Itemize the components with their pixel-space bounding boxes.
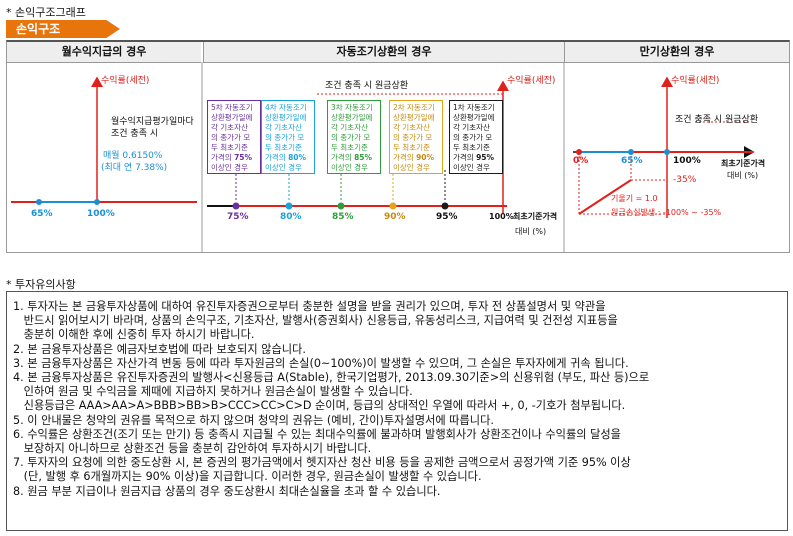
note-7: 7. 투자자의 요청에 의한 중도상환 시, 본 증권의 평가금액에서 헷지자산… [13,456,631,484]
section-title-notes: * 투자유의사항 [6,278,76,291]
left-condition-2: 조건 충족 시 [111,129,159,139]
right-x-axis-label: 최초기준가격 [721,159,766,168]
right-y-axis-label: 수익률(세전) [671,76,720,86]
payoff-graphics [11,62,755,252]
note-1: 1. 투자자는 본 금융투자상품에 대하여 유진투자증권으로부터 충분한 설명을… [13,300,618,342]
section-title-chart: * 손익구조그래프 [6,6,86,19]
left-tick-65: 65% [31,209,53,219]
tick-75: 75% [227,212,249,222]
left-rate-1: 매월 0.6150% [103,151,163,161]
right-tick-65: 65% [621,156,643,166]
loss-label: 원금손실발생 : -100% ~ -35% [611,208,722,217]
panel-header-maturity: 만기상환의 경우 [565,42,789,63]
payoff-diagram: 월수익지급의 경우 자동조기상환의 경우 만기상환의 경우 [6,40,790,253]
panel-header-monthly: 월수익지급의 경우 [7,42,201,63]
left-rate-2: (최대 연 7.38%) [101,163,168,173]
tick-90: 90% [384,212,406,222]
middle-y-axis-label: 수익률(세전) [507,76,556,86]
right-minus35: -35% [673,175,697,185]
note-6: 6. 수익률은 상환조건(조기 또는 만기) 등 충족시 지급될 수 있는 최대… [13,427,621,456]
right-condition: 조건 충족 시 원금상환 [675,115,759,125]
note-4: 4. 본 금융투자상품은 유진투자증권의 발행사<신용등급 A(Stable),… [13,371,650,413]
note-5: 5. 이 안내물은 청약의 권유를 목적으로 하지 않으며 청약의 권유는 (예… [13,413,494,427]
right-tick-0: 0% [573,156,589,166]
slope-label: 기울기 = 1.0 [611,194,658,203]
left-tick-100: 100% [87,209,115,219]
tick-80: 80% [280,212,302,222]
left-condition-1: 월수익지급평가일마다 [111,117,194,127]
tick-100-middle: 100% [489,212,514,221]
note-2: 2. 본 금융투자상품은 예금자보호법에 따라 보호되지 않습니다. [13,342,306,356]
middle-condition: 조건 충족 시 원금상환 [325,81,409,91]
middle-x-axis-label: 최초기준가격 [513,212,558,221]
note-8: 8. 원금 부분 지급이나 원금지급 상품의 경우 중도상환시 최대손실율을 초… [13,484,441,498]
section-tag: 손익구조 [6,20,120,38]
right-x-axis-label-2: 대비 (%) [727,171,759,180]
investment-notes: 1. 투자자는 본 금융투자상품에 대하여 유진투자증권으로부터 충분한 설명을… [6,291,788,531]
tick-95: 95% [436,212,458,222]
middle-x-axis-label-2: 대비 (%) [515,227,547,236]
tick-85: 85% [332,212,354,222]
right-tick-100: 100% [673,156,701,166]
left-y-axis-label: 수익률(세전) [101,76,150,86]
note-3: 3. 본 금융투자상품은 자산가격 변동 등에 따라 투자원금의 손실(0~10… [13,356,629,370]
panel-header-autocall: 자동조기상환의 경우 [203,42,565,63]
